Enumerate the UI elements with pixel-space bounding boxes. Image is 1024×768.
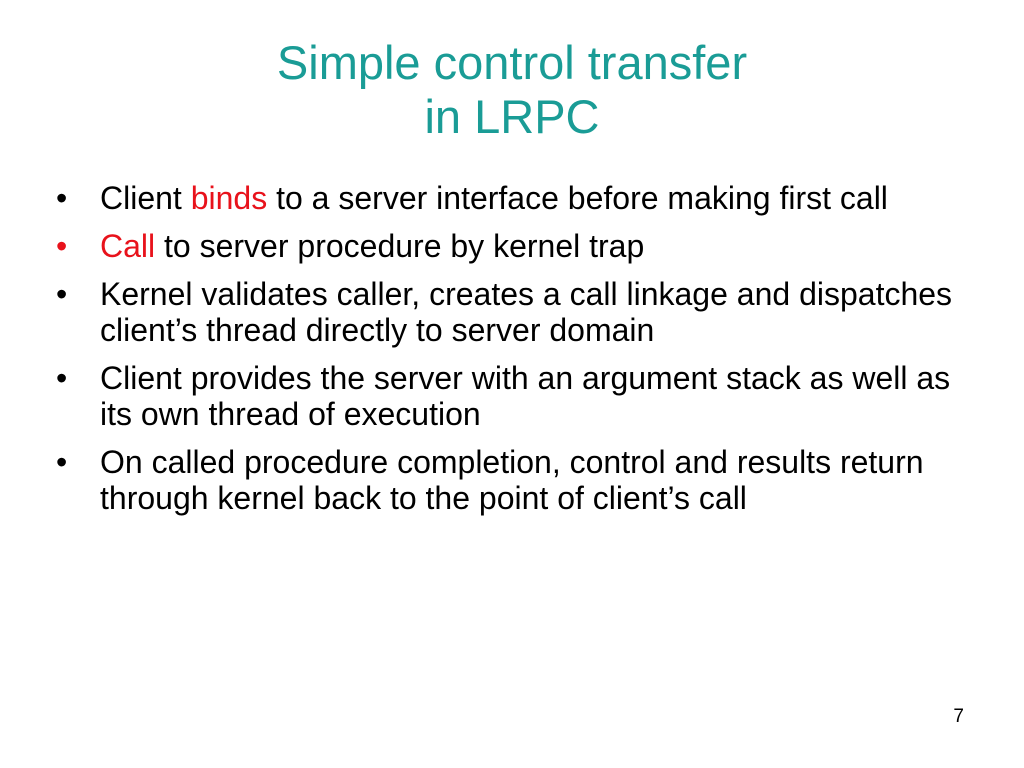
bullet-glyph: • (56, 444, 68, 480)
bullet-list: • Client binds to a server interface bef… (56, 180, 986, 528)
bullet-glyph: • (56, 360, 68, 396)
bullet-item-argument-stack: • Client provides the server with an arg… (56, 360, 986, 432)
bullet-text: Client provides the server with an argum… (100, 360, 951, 432)
title-line-2: in LRPC (424, 90, 600, 143)
bullet-glyph: • (56, 180, 68, 216)
slide-number: 7 (953, 706, 964, 727)
bullet-text: On called procedure completion, control … (100, 444, 924, 516)
bullet-text-after: to a server interface before making firs… (267, 180, 888, 216)
bullet-glyph: • (56, 228, 68, 264)
bullet-highlight: binds (190, 180, 268, 216)
bullet-item-completion: • On called procedure completion, contro… (56, 444, 986, 516)
bullet-item-call: • Call to server procedure by kernel tra… (56, 228, 986, 264)
bullet-item-binds: • Client binds to a server interface bef… (56, 180, 986, 216)
bullet-highlight: Call (100, 228, 156, 264)
bullet-text: Kernel validates caller, creates a call … (100, 276, 953, 348)
bullet-glyph: • (56, 276, 68, 312)
bullet-text-before: Client (100, 180, 191, 216)
bullet-item-kernel-validates: • Kernel validates caller, creates a cal… (56, 276, 986, 348)
bullet-text-after: to server procedure by kernel trap (155, 228, 645, 264)
slide-title: Simple control transfer in LRPC (0, 36, 1024, 144)
title-line-1: Simple control transfer (276, 36, 748, 89)
